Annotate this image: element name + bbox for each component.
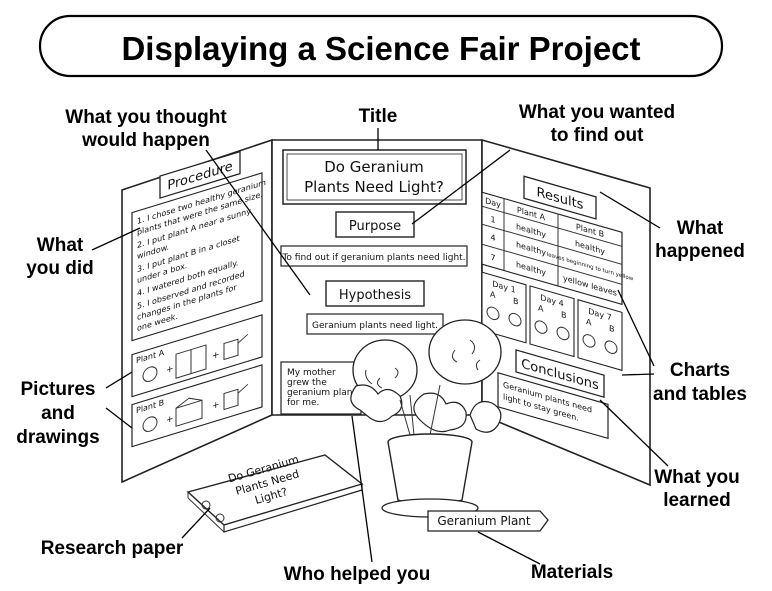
plant-tag: [427, 510, 549, 532]
callout-what-you-learned-1: What you: [654, 467, 740, 488]
callout-title: Title: [359, 106, 398, 127]
day-7-a: A: [586, 316, 592, 327]
flower-pot: [387, 441, 473, 506]
results-row-1-day: 1: [490, 214, 495, 225]
hypothesis-text-box: [306, 313, 444, 335]
pictures-plant-b-box: [131, 364, 263, 448]
callout-pictures-2: and: [41, 403, 75, 424]
helper-line-2: grew the: [287, 378, 327, 388]
purpose-text: To find out if geranium plants need ligh…: [281, 253, 465, 263]
callout-what-you-thought-2: would happen: [81, 130, 210, 151]
results-table: [481, 191, 623, 306]
plant-b-sketch-icon: [142, 416, 158, 432]
svg-text:+: +: [212, 349, 220, 362]
project-title-line-2: Plants Need Light?: [304, 178, 444, 196]
callout-who-helped: Who helped you: [284, 564, 431, 585]
callout-research-paper: Research paper: [41, 538, 184, 559]
callout-what-happened-2: happened: [655, 241, 745, 262]
svg-text:+: +: [166, 413, 174, 426]
callout-what-you-thought-1: What you thought: [65, 107, 227, 128]
callout-pictures-3: drawings: [16, 427, 99, 448]
leaf-left: [350, 384, 403, 423]
leader-lines: [91, 128, 669, 565]
pictures-plant-a-box: [131, 314, 263, 398]
callout-pictures-1: Pictures: [21, 379, 96, 400]
svg-text:+: +: [212, 399, 220, 412]
purpose-text-box: [280, 245, 468, 267]
hypothesis-box: [325, 280, 425, 307]
leaf-right: [469, 400, 502, 433]
day-1-b: B: [513, 295, 519, 306]
procedure-box: [159, 150, 241, 199]
svg-text:+: +: [166, 363, 174, 376]
flower-cluster-right: [428, 319, 502, 385]
results-row-2-day: 4: [490, 232, 495, 243]
plant-tag-text: Geranium Plant: [437, 514, 531, 528]
day-4-a: A: [538, 302, 544, 313]
callout-charts-1: Charts: [670, 360, 730, 381]
binder-ring-icon-2: [215, 513, 225, 523]
day-4-b: B: [561, 309, 567, 320]
day-1-a: A: [490, 289, 496, 300]
results-header-day: Day: [485, 195, 501, 209]
callout-what-you-did-1: What: [37, 235, 84, 256]
research-paper-booklet: Do Geranium Plants Need Light?: [186, 453, 364, 533]
hypothesis-text: Geranium plants need light.: [312, 321, 438, 331]
watering-can-sketch-icon: [223, 333, 249, 361]
watering-can-sketch-icon-2: [223, 383, 249, 411]
leaf-center: [413, 392, 467, 433]
callout-what-happened-1: What: [677, 218, 724, 239]
callout-what-you-wanted-2: to find out: [551, 125, 645, 146]
helper-line-3: geranium plants: [287, 388, 361, 398]
purpose-label: Purpose: [349, 219, 401, 234]
project-title-box: [282, 149, 467, 205]
callout-materials: Materials: [531, 562, 613, 583]
page-title: Displaying a Science Fair Project: [121, 30, 640, 67]
callout-what-you-did-2: you did: [26, 258, 94, 279]
callout-charts-2: and tables: [653, 384, 747, 405]
conclusions-box: [515, 349, 605, 399]
box-sketch-icon: [175, 397, 203, 427]
callout-what-you-wanted-1: What you wanted: [519, 102, 675, 123]
helper-line-4: for me.: [287, 398, 319, 408]
binder-ring-icon: [201, 500, 211, 510]
geranium-plant-illustration: [350, 319, 502, 518]
title-banner: [38, 14, 724, 78]
purpose-box: [335, 211, 415, 238]
procedure-text-box: [131, 172, 263, 342]
project-title-line-1: Do Geranium: [324, 158, 424, 176]
hypothesis-label: Hypothesis: [339, 288, 411, 303]
callout-what-you-learned-2: learned: [663, 490, 731, 511]
conclusions-text-box: [497, 372, 609, 440]
plant-a-sketch-icon: [142, 366, 158, 382]
day-7-b: B: [609, 323, 615, 334]
results-box: [523, 175, 597, 220]
results-row-3-day: 7: [490, 252, 495, 263]
helper-line-1: My mother: [287, 368, 336, 378]
